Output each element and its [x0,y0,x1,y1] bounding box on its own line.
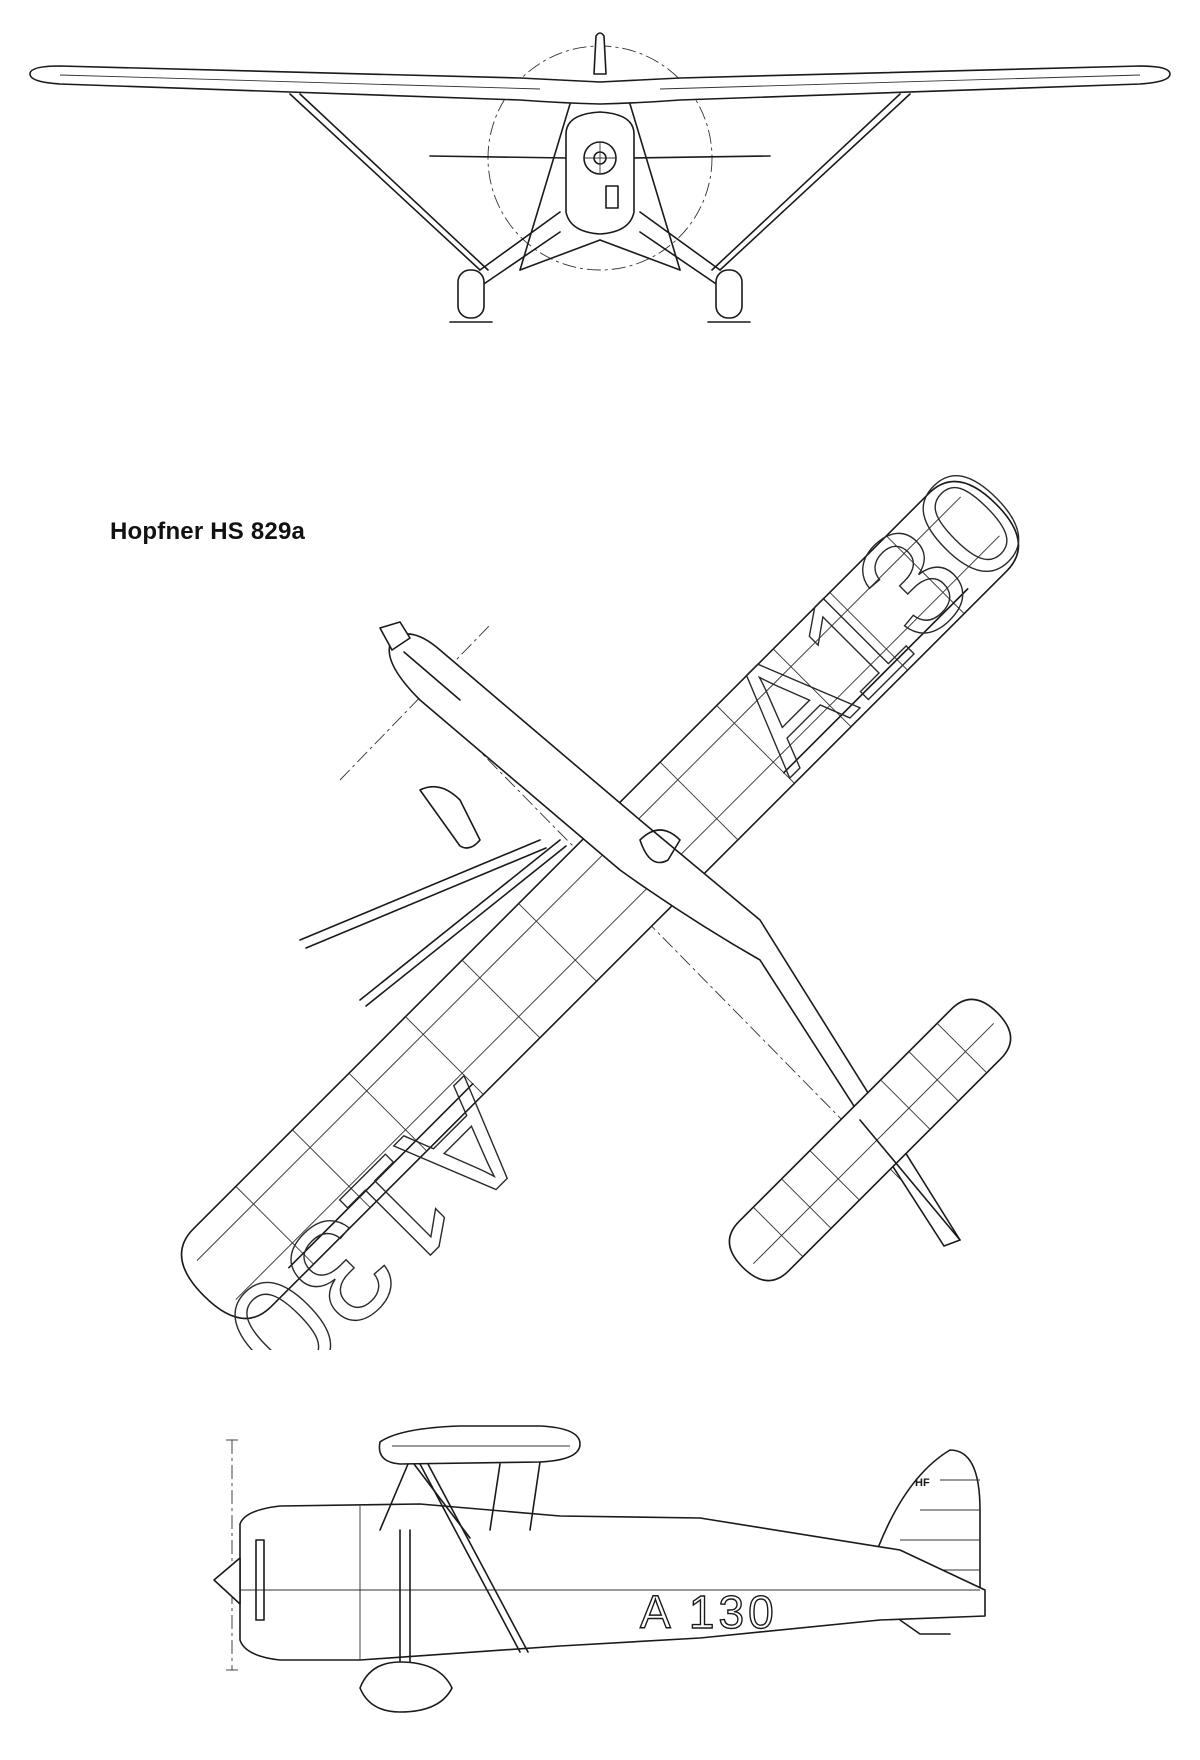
wheel-spat-side [359,1661,453,1713]
cowl-vent [255,1539,265,1621]
left-wheel-front [457,269,485,319]
fuselage-top [388,633,961,1247]
fuselage-side [239,1503,986,1661]
wing-front [29,65,1171,105]
front-view [29,32,1171,323]
spinner-top [379,621,411,651]
wing-struts-top [299,839,567,1007]
cabane-struts-side [379,1461,541,1539]
right-wheel-front [715,269,743,319]
tailplane-top [728,998,1012,1282]
fuselage-centerline [399,669,961,1241]
tail-skid [899,1619,951,1635]
cockpit-top [639,829,681,864]
fuselage-registration: A 130 [640,1586,778,1638]
left-aileron [288,1083,474,1269]
top-view: A130 A130 [180,434,1061,1350]
wing-strut-side [419,1463,529,1653]
propeller-axis [339,624,491,781]
undercarriage-side [399,1529,411,1683]
wing-struts-front [289,93,911,291]
drawing-title: Hopfner HS 829a [110,518,306,545]
spinner-side [213,1557,241,1605]
tail-emblem: HF [915,1477,930,1489]
wheel-spat-top [419,785,481,849]
fin-front [593,32,607,75]
wing-side [378,1425,581,1465]
right-aileron [783,588,969,774]
side-view: HF A 130 [213,1425,986,1713]
